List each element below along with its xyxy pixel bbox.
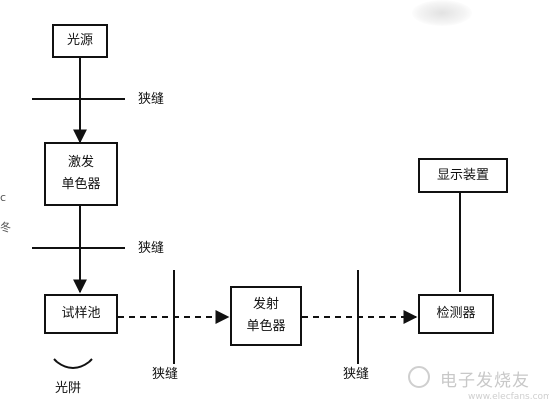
display-device-label: 显示装置 bbox=[436, 167, 489, 183]
scan-smudge bbox=[412, 0, 472, 26]
display-device-box: 显示装置 bbox=[418, 158, 508, 193]
light-source-box: 光源 bbox=[52, 24, 108, 58]
light-trap-label: 光阱 bbox=[55, 381, 82, 396]
watermark-text: 电子发烧友 bbox=[440, 371, 530, 391]
watermark-url: www.elecfans.com bbox=[468, 392, 549, 402]
emission-mono-label-line1: 发射 bbox=[252, 297, 279, 312]
margin-glyph-1: c bbox=[0, 191, 7, 204]
excitation-mono-label-line1: 激发 bbox=[67, 155, 94, 170]
emission-monochromator-box: 发射 单色器 bbox=[230, 286, 302, 346]
slit-1-label: 狭缝 bbox=[138, 92, 165, 107]
excitation-monochromator-box: 激发 单色器 bbox=[44, 142, 118, 206]
detector-label: 检测器 bbox=[436, 306, 476, 321]
margin-glyph-2: 冬 bbox=[0, 221, 11, 234]
excitation-mono-label-line2: 单色器 bbox=[61, 177, 101, 192]
emission-mono-label-line2: 单色器 bbox=[246, 319, 286, 334]
sample-cell-box: 试样池 bbox=[44, 294, 118, 334]
slit-3-label: 狭缝 bbox=[152, 367, 179, 382]
slit-2-label: 狭缝 bbox=[138, 241, 165, 256]
slit-4-label: 狭缝 bbox=[343, 367, 370, 382]
detector-box: 检测器 bbox=[418, 294, 494, 334]
light-trap-icon-tick-left bbox=[53, 358, 58, 363]
light-source-label: 光源 bbox=[66, 33, 93, 48]
watermark-logo-icon bbox=[408, 366, 430, 388]
light-trap-icon bbox=[56, 361, 90, 369]
sample-cell-label: 试样池 bbox=[61, 306, 101, 321]
light-trap-icon-tick-right bbox=[88, 358, 93, 363]
